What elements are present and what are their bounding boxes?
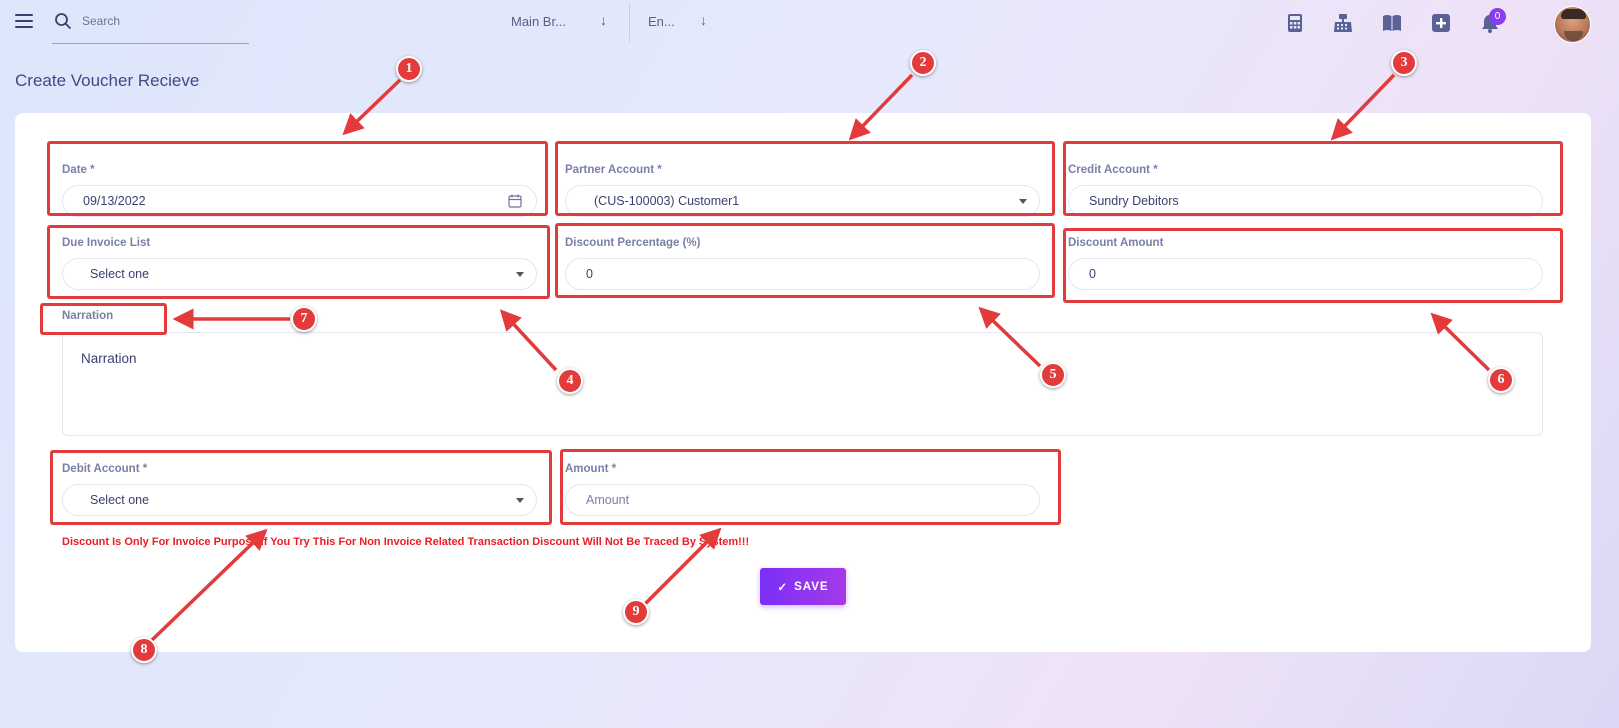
add-icon[interactable] [1430,12,1452,34]
narration-label: Narration [62,310,114,322]
discount-percentage-input[interactable]: 0 [565,258,1040,290]
menu-icon[interactable] [15,14,33,28]
credit-account-value: Sundry Debitors [1089,194,1179,208]
caret-down-icon [516,498,524,503]
discount-amount-value: 0 [1089,267,1096,281]
annotation-marker-9: 9 [623,599,649,625]
discount-amount-label: Discount Amount [1068,237,1164,249]
divider [629,4,630,42]
annotation-marker-8: 8 [131,637,157,663]
discount-warning-text: Discount Is Only For Invoice Purpose.If … [62,536,750,548]
due-invoice-value: Select one [90,267,150,281]
check-icon: ✓ [777,581,789,594]
top-bar: Main Br... ↓ En... ↓ 0 [0,0,1619,44]
caret-down-icon [516,272,524,277]
search-input[interactable] [82,14,242,28]
date-label: Date * [62,164,95,176]
credit-account-label: Credit Account * [1068,164,1158,176]
annotation-marker-1: 1 [396,56,422,82]
language-select[interactable]: En... [648,14,675,29]
annotation-marker-7: 7 [291,306,317,332]
partner-account-select[interactable]: (CUS-100003) Customer1 [565,185,1040,217]
credit-account-field[interactable]: Sundry Debitors [1068,185,1543,217]
partner-account-label: Partner Account * [565,164,662,176]
page-title: Create Voucher Recieve [15,71,200,90]
annotation-marker-2: 2 [910,50,936,76]
arrow-down-icon[interactable]: ↓ [700,12,707,28]
discount-amount-input[interactable]: 0 [1068,258,1543,290]
narration-textarea[interactable] [62,332,1543,436]
discount-percentage-label: Discount Percentage (%) [565,237,701,249]
caret-down-icon [1019,199,1027,204]
amount-label: Amount * [565,463,617,475]
due-invoice-select[interactable]: Select one [62,258,537,290]
debit-account-value: Select one [90,493,150,507]
annotation-marker-3: 3 [1391,50,1417,76]
annotation-marker-5: 5 [1040,362,1066,388]
arrow-down-icon[interactable]: ↓ [600,12,607,28]
date-value: 09/13/2022 [83,194,146,208]
book-icon[interactable] [1381,12,1403,34]
avatar[interactable] [1554,6,1591,43]
notification-badge: 0 [1489,8,1506,25]
partner-account-value: (CUS-100003) Customer1 [594,194,740,208]
date-field[interactable]: 09/13/2022 [62,185,537,217]
due-invoice-label: Due Invoice List [62,237,151,249]
calendar-icon[interactable] [508,194,522,208]
search-icon [55,13,71,29]
debit-account-label: Debit Account * [62,463,148,475]
annotation-marker-6: 6 [1488,367,1514,393]
calculator-icon[interactable] [1284,12,1306,34]
search-box [52,8,249,44]
cash-register-icon[interactable] [1332,12,1354,34]
amount-input[interactable] [565,484,1040,516]
save-label: SAVE [794,580,829,593]
branch-select[interactable]: Main Br... [511,14,566,29]
save-button[interactable]: ✓ SAVE [760,568,846,605]
debit-account-select[interactable]: Select one [62,484,537,516]
discount-percentage-value: 0 [586,267,593,281]
annotation-marker-4: 4 [557,368,583,394]
